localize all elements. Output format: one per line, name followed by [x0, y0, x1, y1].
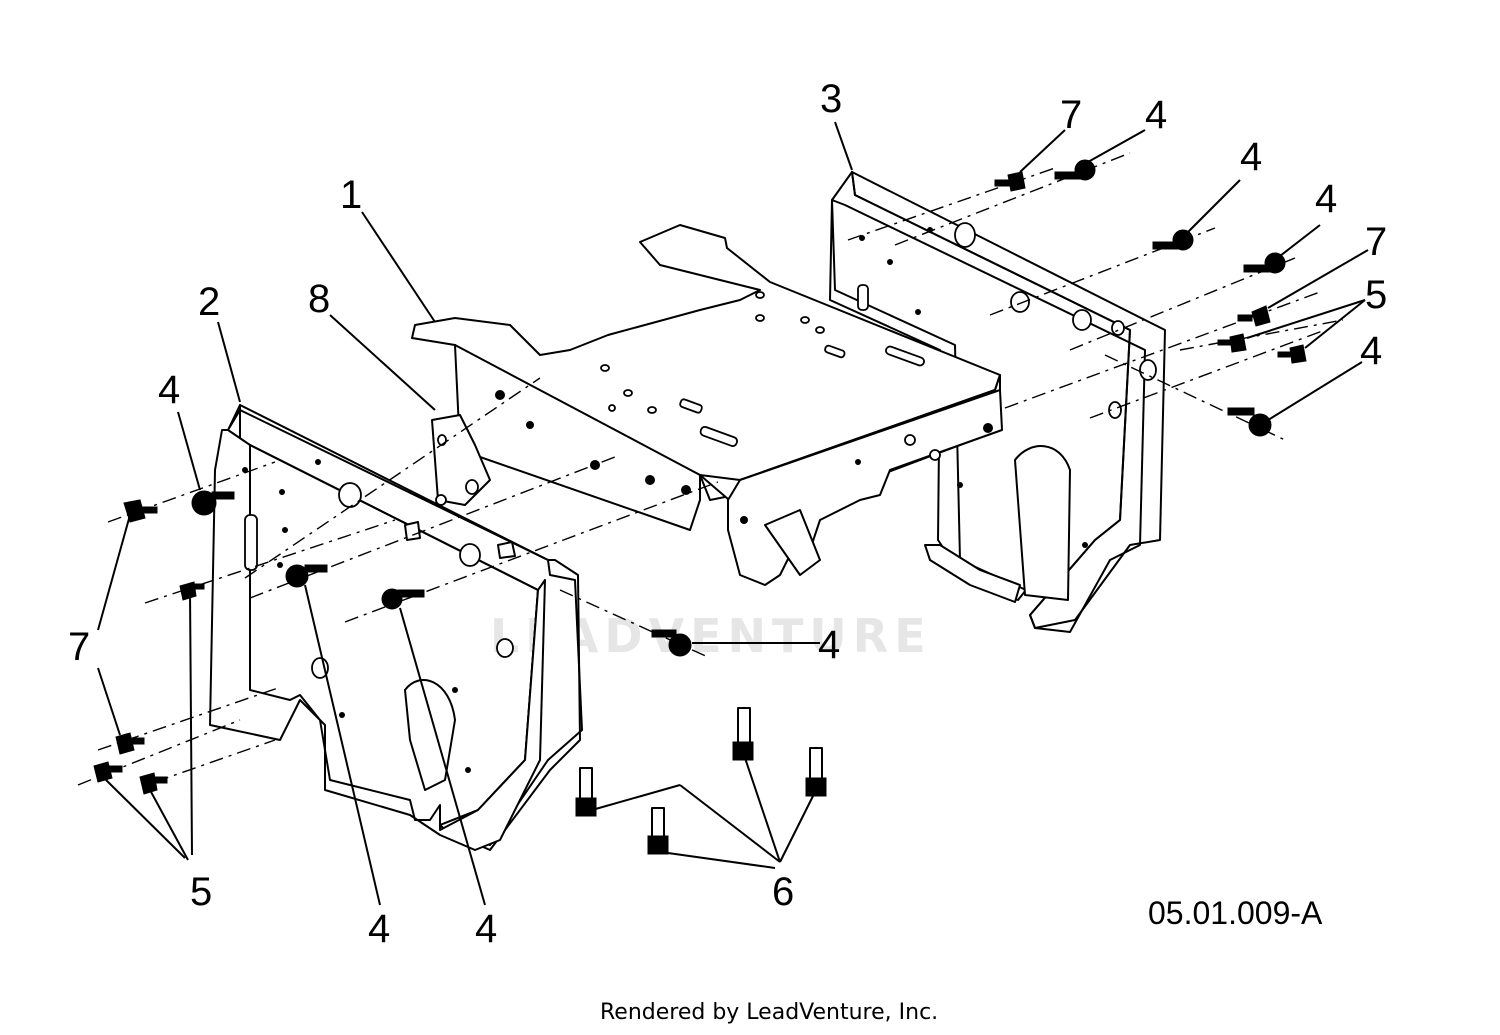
- bolt-7-right: [1237, 305, 1271, 327]
- bolt-4-center: [381, 588, 425, 610]
- bolt-4-left-mid: [285, 564, 328, 588]
- fasteners: [93, 159, 1307, 855]
- callout-8: 8: [308, 277, 330, 321]
- footer-credit: Rendered by LeadVenture, Inc.: [600, 1000, 938, 1025]
- callout-7-left: 7: [68, 625, 90, 669]
- stud-6-d: [647, 807, 669, 855]
- bolt-5-right-b: [1277, 344, 1307, 364]
- bolt-4-right-low: [1227, 407, 1272, 437]
- stud-6-a: [732, 707, 754, 761]
- callout-1: 1: [340, 173, 362, 217]
- right-side-plate: [829, 171, 1166, 633]
- callout-2: 2: [198, 280, 220, 324]
- bolt-5-left-lower-a: [93, 761, 123, 783]
- callout-4-left-upper: 4: [158, 368, 180, 412]
- callout-4-right-low: 4: [1360, 329, 1382, 373]
- callouts: 1 2 3 4 4 4 4 4 4 4 4 5 5 6 7 7 7 8: [68, 77, 1387, 951]
- left-side-plate: [209, 404, 583, 851]
- bolt-4-left-upper: [191, 490, 235, 516]
- bracket: [404, 414, 516, 559]
- callout-5-right: 5: [1365, 273, 1387, 317]
- callout-4-front: 4: [818, 623, 840, 667]
- callout-4-right-3: 4: [1315, 177, 1337, 221]
- callout-3: 3: [820, 77, 842, 121]
- leader-lines: [97, 121, 1369, 906]
- bolt-5-left: [179, 581, 205, 601]
- callout-6: 6: [772, 870, 794, 914]
- callout-4-right-top: 4: [1145, 93, 1167, 137]
- bolt-4-front-right: [651, 629, 692, 657]
- bolt-4-right-top: [1054, 159, 1096, 181]
- callout-4-right-2: 4: [1240, 135, 1262, 179]
- stud-6-c: [575, 767, 597, 817]
- main-frame-deck: [411, 224, 1003, 586]
- bolt-7-left-lower: [115, 732, 145, 755]
- bolt-5-right-a: [1217, 333, 1247, 353]
- bolt-5-left-lower-b: [139, 772, 168, 795]
- bolt-4-right-2: [1152, 229, 1194, 251]
- bolt-7-right-top: [994, 171, 1026, 192]
- drawing-number: 05.01.009-A: [1148, 895, 1323, 931]
- callout-4-bottom-b: 4: [475, 907, 497, 951]
- stud-6-b: [805, 747, 827, 797]
- callout-7-right: 7: [1365, 220, 1387, 264]
- callout-7-right-top: 7: [1060, 93, 1082, 137]
- callout-4-bottom-a: 4: [368, 907, 390, 951]
- bolt-4-right-3: [1243, 252, 1286, 274]
- callout-5-left: 5: [190, 870, 212, 914]
